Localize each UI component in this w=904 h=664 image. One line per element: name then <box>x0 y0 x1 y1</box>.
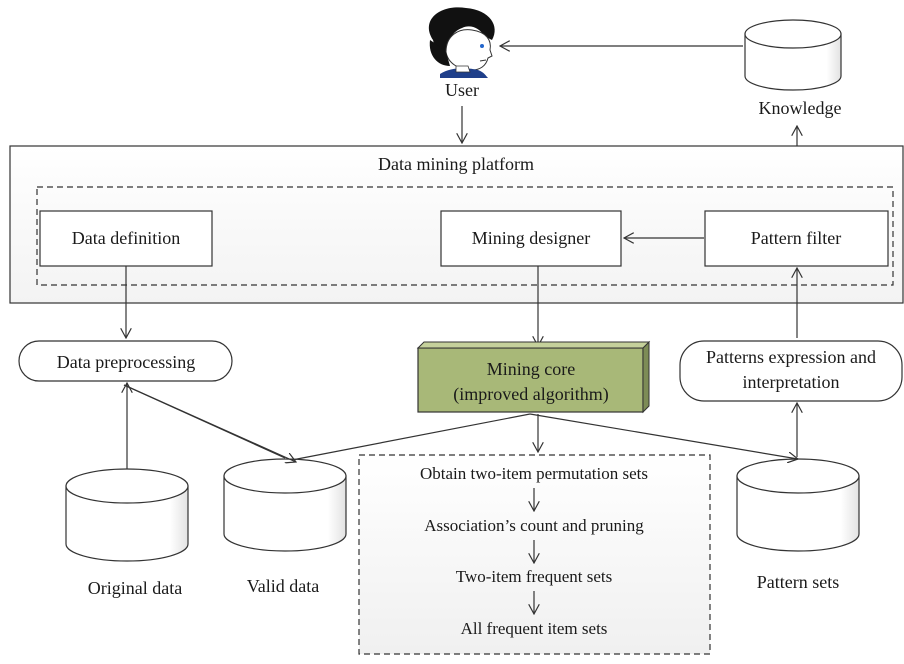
line-valid-to-core <box>291 413 531 461</box>
mining-designer-box <box>440 210 622 267</box>
step-4: All frequent item sets <box>461 619 608 638</box>
mining-core-subtitle: (improved algorithm) <box>453 384 608 405</box>
mining-core-title: Mining core <box>487 359 575 379</box>
step-1: Obtain two-item permutation sets <box>420 464 648 483</box>
arrow-core-to-pattern-sets <box>529 413 798 459</box>
valid-data-label: Valid data <box>247 576 319 596</box>
user-label: User <box>445 80 479 100</box>
patterns-expression-line2: interpretation <box>743 372 840 392</box>
pattern-filter-label: Pattern filter <box>751 228 841 248</box>
knowledge-database-icon <box>744 19 842 91</box>
platform-inner-frame <box>36 186 894 286</box>
patterns-expression-box <box>679 340 903 402</box>
pattern-sets-database-icon <box>736 458 860 552</box>
pattern-filter-box <box>704 210 889 267</box>
data-preprocessing-label: Data preprocessing <box>57 352 195 372</box>
knowledge-label: Knowledge <box>759 98 842 118</box>
original-data-database-icon <box>65 468 189 562</box>
data-definition-label: Data definition <box>72 228 180 248</box>
patterns-expression-line1: Patterns expression and <box>706 347 876 367</box>
pattern-sets-label: Pattern sets <box>757 572 840 592</box>
original-data-label: Original data <box>88 578 182 598</box>
platform-title: Data mining platform <box>378 154 534 174</box>
arrow-preprocessing-to-valid <box>123 384 296 462</box>
step-2: Association’s count and pruning <box>424 516 644 535</box>
mining-core-box <box>416 340 651 414</box>
data-definition-box <box>39 210 213 267</box>
valid-data-database-icon <box>223 458 347 552</box>
step-3: Two-item frequent sets <box>456 567 613 586</box>
data-preprocessing-box <box>18 340 233 382</box>
user-face-icon <box>428 7 495 78</box>
mining-designer-label: Mining designer <box>472 228 591 248</box>
